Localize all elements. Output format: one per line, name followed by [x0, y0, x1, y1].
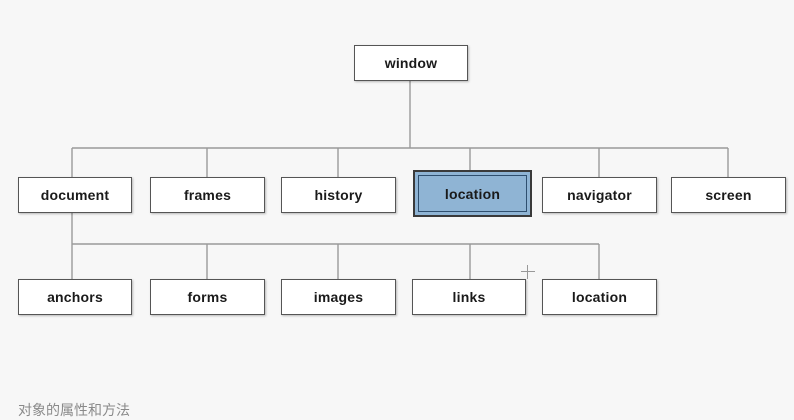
node-screen[interactable]: screen: [671, 177, 786, 213]
crosshair-cursor-icon: [521, 265, 535, 279]
node-location-selected[interactable]: location: [413, 170, 532, 217]
node-navigator[interactable]: navigator: [542, 177, 657, 213]
node-images[interactable]: images: [281, 279, 396, 315]
node-location[interactable]: location: [542, 279, 657, 315]
node-frames[interactable]: frames: [150, 177, 265, 213]
caption-text: 对象的属性和方法: [18, 402, 130, 418]
node-document[interactable]: document: [18, 177, 132, 213]
node-history[interactable]: history: [281, 177, 396, 213]
node-links[interactable]: links: [412, 279, 526, 315]
node-forms[interactable]: forms: [150, 279, 265, 315]
node-anchors[interactable]: anchors: [18, 279, 132, 315]
node-window[interactable]: window: [354, 45, 468, 81]
